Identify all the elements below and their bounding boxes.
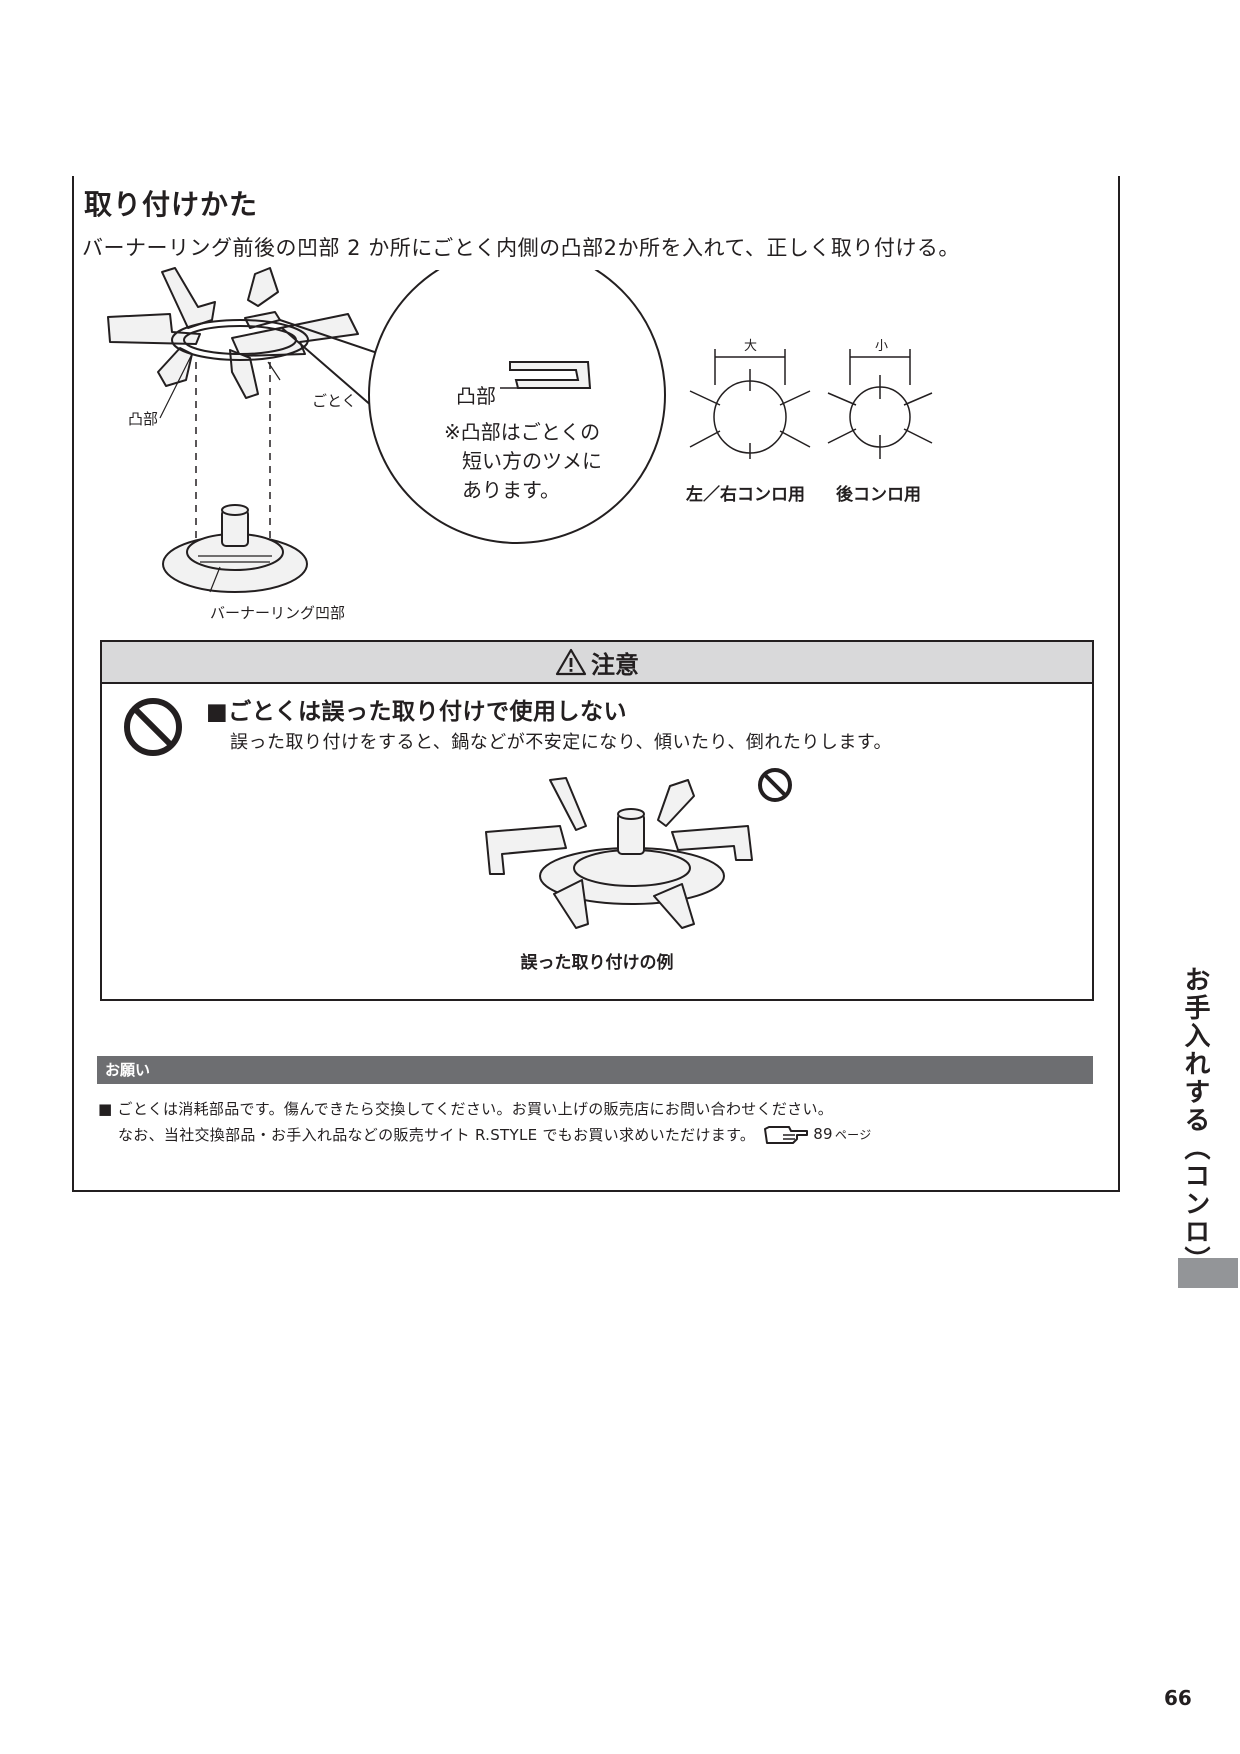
caution-title: ■ごとくは誤った取り付けで使用しない — [206, 699, 628, 725]
zoom-callout — [279, 270, 666, 544]
side-tab-label: お手入れする（コンロ） — [1180, 966, 1210, 1274]
wrong-install-illustration — [485, 777, 753, 929]
caution-header: 注意 — [102, 642, 1092, 684]
caution-body: 誤った取り付けをすると、鍋などが不安定になり、傾いたり、倒れたりします。 — [230, 732, 893, 753]
size-small-label: 小 — [875, 339, 889, 354]
size-large-label: 大 — [744, 339, 758, 354]
gotoku-install-illustration — [107, 267, 359, 593]
request-line-1: ■ ごとくは消耗部品です。傷んできたら交換してください。お買い上げの販売店にお問… — [98, 1100, 834, 1118]
caption-left-right-burner: 左／右コンロ用 — [686, 485, 805, 505]
request-line-2-text: なお、当社交換部品・お手入れ品などの販売サイト R.STYLE でもお買い求めい… — [118, 1125, 756, 1144]
caution-box: 注意 ■ごとくは誤った取り付けで使用しない 誤った取り付けをすると、鍋などが不安… — [100, 640, 1094, 1001]
zoom-note-line2: 短い方のツメに — [462, 449, 602, 473]
gotoku-size-diagram — [689, 349, 933, 459]
page-number: 66 — [1164, 1686, 1192, 1710]
label-totsubu: 凸部 — [128, 410, 159, 428]
request-ref-page: 89 — [813, 1125, 833, 1143]
request-heading: お願い — [97, 1056, 1093, 1084]
zoom-note-line3: あります。 — [462, 478, 560, 502]
prohibited-icon — [124, 698, 182, 756]
label-gotoku: ごとく — [312, 392, 357, 410]
request-line-2: なお、当社交換部品・お手入れ品などの販売サイト R.STYLE でもお買い求めい… — [118, 1123, 872, 1145]
section-frame — [72, 176, 1120, 1192]
pointing-hand-icon — [764, 1126, 809, 1144]
prohibited-small-icon — [758, 768, 792, 802]
request-ref-suffix: ページ — [834, 1127, 872, 1142]
zoom-label: 凸部 — [456, 384, 496, 408]
intro-text: バーナーリング前後の凹部 2 か所にごとく内側の凸部2か所を入れて、正しく取り付… — [82, 236, 960, 260]
caution-heading: 注意 — [591, 650, 639, 679]
wrong-install-caption: 誤った取り付けの例 — [520, 953, 674, 973]
warning-triangle-icon — [555, 648, 587, 676]
label-ring-recess: バーナーリング凹部 — [210, 604, 346, 622]
zoom-note-line1: ※凸部はごとくの — [444, 420, 601, 444]
caption-rear-burner: 後コンロ用 — [836, 485, 921, 505]
side-tab-marker — [1178, 1258, 1238, 1288]
section-title: 取り付けかた — [84, 188, 259, 221]
